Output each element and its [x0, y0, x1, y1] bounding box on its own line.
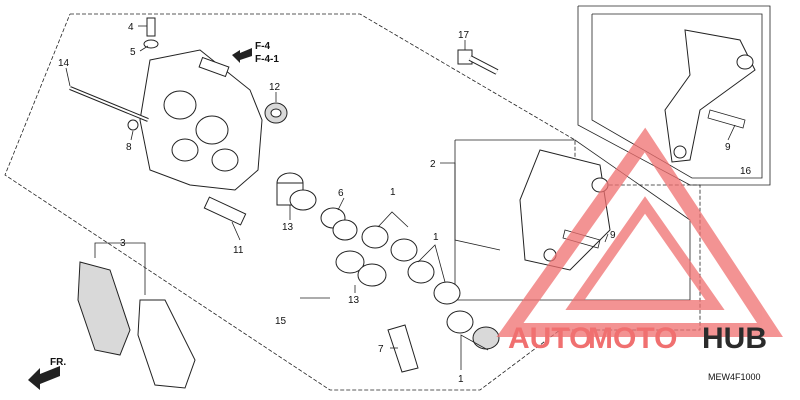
pad-spring-lower — [562, 229, 601, 249]
callout-1-middle: 1 — [433, 232, 439, 243]
mounting-bolt — [457, 49, 499, 75]
callout-1-lower: 1 — [458, 374, 464, 385]
callout-4: 4 — [128, 22, 134, 33]
leader-lines — [65, 25, 736, 370]
piston-large-2 — [335, 250, 387, 287]
caliper-body — [139, 49, 263, 191]
bracket-box-inner — [591, 13, 763, 179]
callout-1-upper: 1 — [390, 187, 396, 198]
piston-large-1 — [276, 172, 317, 211]
callout-17: 17 — [458, 30, 470, 41]
callout-3: 3 — [120, 238, 126, 249]
watermark-auto: AUTO — [508, 322, 592, 355]
reference-f41: F-4-1 — [255, 54, 279, 65]
reference-f4: F-4 — [255, 41, 270, 52]
piston-small — [320, 207, 358, 241]
bracket-box-outer — [577, 5, 771, 186]
callout-14: 14 — [58, 58, 70, 69]
callout-9-upper: 9 — [725, 142, 731, 153]
front-label: FR. — [50, 357, 66, 368]
watermark-logo — [496, 127, 783, 337]
callout-2: 2 — [430, 159, 436, 170]
callout-11: 11 — [233, 245, 244, 256]
callout-6: 6 — [338, 188, 344, 199]
support-bracket — [664, 29, 756, 163]
callout-9-lower: 9 — [610, 230, 616, 241]
callout-7: 7 — [378, 344, 384, 355]
diagram-code: MEW4F1000 — [708, 372, 761, 382]
watermark-hub: HUB — [702, 322, 767, 355]
callout-16: 16 — [740, 166, 752, 177]
pad-shim — [387, 324, 419, 373]
callout-12: 12 — [269, 82, 281, 93]
front-arrow-icon — [28, 366, 60, 390]
brake-pads — [77, 261, 196, 389]
pad-pin — [69, 86, 149, 122]
support-box — [454, 139, 691, 301]
callout-5: 5 — [130, 47, 136, 58]
bleeder-valve — [203, 196, 247, 226]
bleeder-screw — [143, 17, 159, 49]
reference-arrow-icon — [232, 48, 252, 63]
seal-rings — [361, 225, 500, 350]
callout-13-upper: 13 — [282, 222, 294, 233]
callout-8: 8 — [126, 142, 132, 153]
caliper-nut — [264, 102, 288, 124]
callout-13-lower: 13 — [348, 295, 360, 306]
watermark-moto: MOTO — [588, 322, 677, 355]
callout-15: 15 — [275, 316, 287, 327]
pin-plug — [127, 119, 139, 131]
pad-spring-upper — [707, 109, 746, 129]
